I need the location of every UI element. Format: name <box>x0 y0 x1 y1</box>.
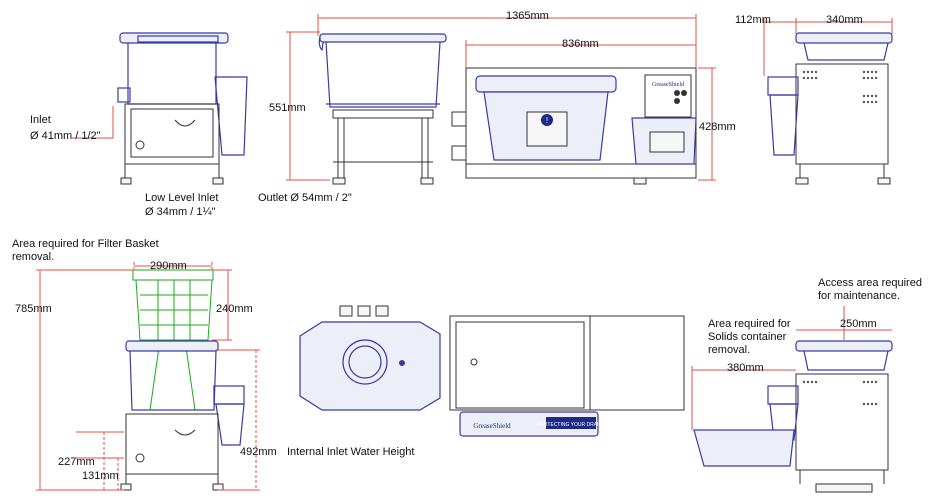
top-plan-view: GreaseShield PROTECTING YOUR DRAINS <box>299 305 685 437</box>
dim-340: 340mm <box>826 14 863 26</box>
dim-227: 227mm <box>58 456 95 468</box>
svg-text:PROTECTING YOUR DRAINS: PROTECTING YOUR DRAINS <box>537 422 606 428</box>
solids-container-view <box>693 340 893 493</box>
outlet-label: Outlet Ø 54mm / 2" <box>258 192 352 204</box>
bottom-dimensions <box>36 262 892 491</box>
dim-551: 551mm <box>269 102 306 114</box>
dim-112: 112mm <box>735 14 771 26</box>
filter-area-note: Area required for Filter Basket removal. <box>12 238 159 263</box>
front-view-center <box>318 33 467 185</box>
side-view-left <box>117 32 248 185</box>
long-body-view: ! GreaseShield <box>465 67 697 185</box>
dim-836: 836mm <box>562 38 599 50</box>
svg-text:!: ! <box>546 116 548 125</box>
dim-785: 785mm <box>15 303 52 315</box>
solids-area-note: Area required for Solids container remov… <box>708 318 791 356</box>
dim-240: 240mm <box>216 303 253 315</box>
dim-428: 428mm <box>699 121 736 133</box>
dim-1365: 1365mm <box>506 10 549 22</box>
dim-290: 290mm <box>150 260 187 272</box>
low-inlet-size: Ø 34mm / 1¼" <box>145 206 216 218</box>
internal-inlet-label: Internal Inlet Water Height <box>287 446 415 458</box>
low-inlet-label: Low Level Inlet <box>145 192 219 204</box>
dim-250: 250mm <box>840 318 877 330</box>
inlet-size: Ø 41mm / 1/2" <box>30 130 101 142</box>
svg-text:GreaseShield: GreaseShield <box>652 82 684 88</box>
dim-492: 492mm <box>240 446 277 458</box>
top-dimensions <box>72 14 893 181</box>
svg-text:GreaseShield: GreaseShield <box>473 422 511 430</box>
access-area-note: Access area required for maintenance. <box>818 277 922 302</box>
info-icon <box>541 114 553 126</box>
filter-basket-view <box>120 269 245 491</box>
dim-380: 380mm <box>727 362 764 374</box>
inlet-label: Inlet <box>30 114 51 126</box>
dim-131: 131mm <box>82 470 119 482</box>
end-view-right <box>767 32 893 185</box>
